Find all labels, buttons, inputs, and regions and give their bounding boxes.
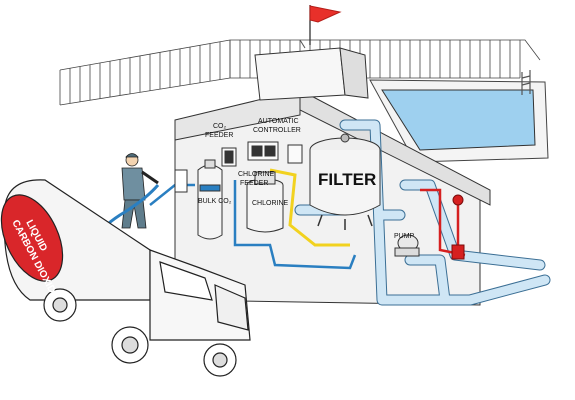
flag xyxy=(309,5,342,23)
co2-feeder-label-line1: CO₂ xyxy=(213,123,227,130)
automatic-controller-label-line2: CONTROLLER xyxy=(253,127,301,134)
swimming-pool xyxy=(369,70,549,163)
co2-feeder-label-line2: FEEDER xyxy=(205,132,233,139)
worker xyxy=(121,153,159,229)
chlorine-feeder-label-line1: CHLORINE xyxy=(238,171,275,178)
filter-tank xyxy=(309,133,381,230)
pump xyxy=(394,234,420,257)
chlorine-label: CHLORINE xyxy=(252,200,289,207)
pump-house-door xyxy=(174,169,188,193)
co2-feeder-unit xyxy=(221,147,237,167)
chlorine-line xyxy=(269,168,350,247)
pump-label: PUMP xyxy=(394,233,415,240)
electric-panel xyxy=(451,244,465,260)
chlorine-feeder-label-line2: FEEDER xyxy=(240,180,268,187)
chlorine-drum xyxy=(246,171,284,233)
chlorine-feeder-unit xyxy=(287,144,303,164)
automatic-controller-label-line1: AUTOMATIC xyxy=(258,118,299,125)
co2-truck xyxy=(0,179,251,377)
electric-switch-icon xyxy=(452,194,464,206)
bulk-co2-label: BULK CO₂ xyxy=(198,198,232,205)
fence xyxy=(59,39,541,106)
water-piping xyxy=(294,119,551,306)
pool-water xyxy=(381,89,536,151)
bulk-co2-tank xyxy=(197,159,223,240)
filter-label: FILTER xyxy=(318,170,376,189)
automatic-controller-unit xyxy=(247,141,279,161)
pool-ladder xyxy=(521,70,531,95)
